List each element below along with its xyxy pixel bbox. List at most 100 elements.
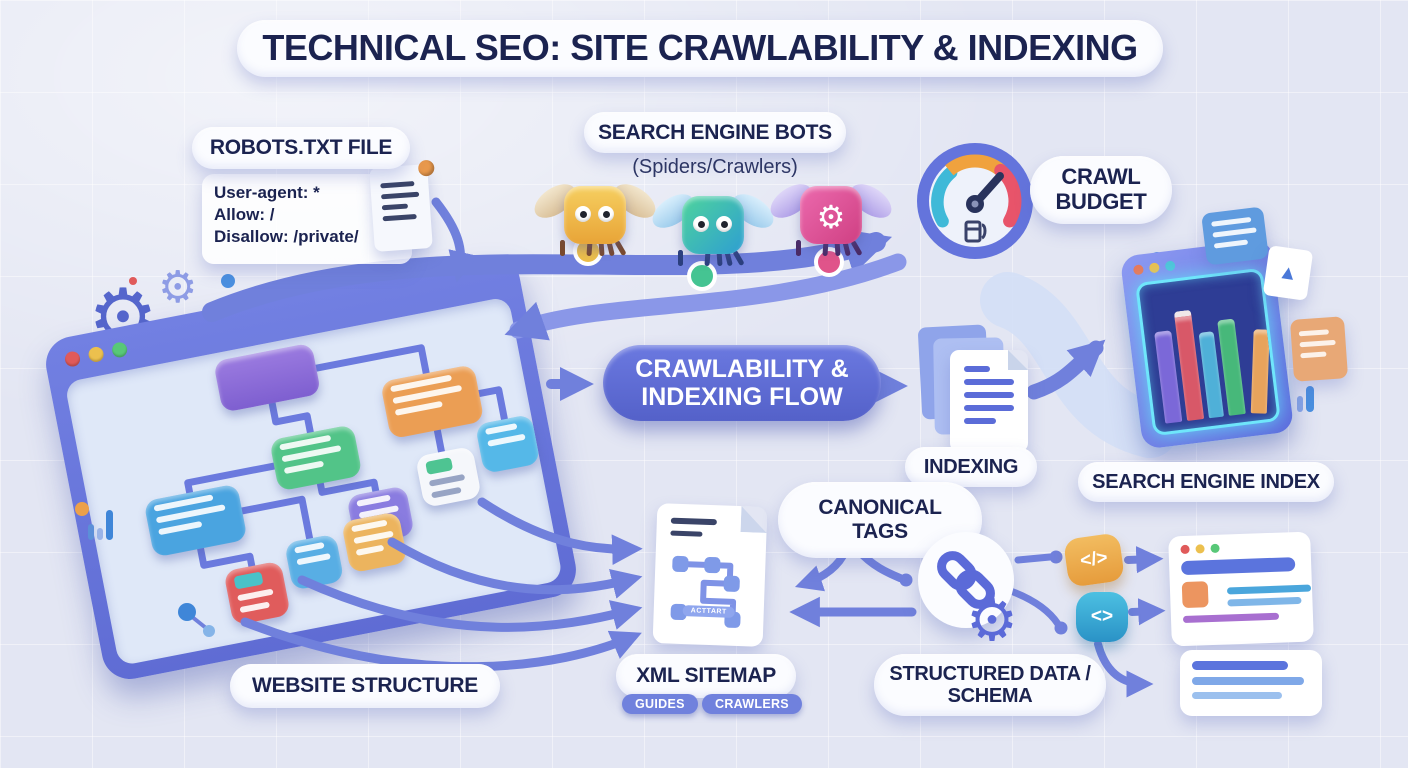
- indexing-label-text: INDEXING: [923, 455, 1019, 478]
- arrow-robots-down: [431, 197, 479, 283]
- connector-end-dot: [1054, 621, 1068, 635]
- crawl-budget-gauge-icon: [917, 143, 1033, 259]
- arrow-code-to-result2: [1094, 640, 1154, 698]
- serp-result-card: [1180, 650, 1322, 716]
- search-index-label: SEARCH ENGINE INDEX: [1078, 462, 1334, 502]
- page-title-text: TECHNICAL SEO: SITE CRAWLABILITY & INDEX…: [262, 27, 1138, 69]
- doc-mini-badge: ACTTART: [682, 605, 735, 618]
- structured-data-label: STRUCTURED DATA / SCHEMA: [874, 654, 1106, 716]
- website-structure-browser: [41, 250, 581, 684]
- spider-bot-yellow: [528, 177, 662, 260]
- xml-sitemap-doc-icon: ACTTART: [652, 503, 768, 647]
- arrow-structure-to-sitemap: [297, 575, 643, 632]
- structured-data-label-text: STRUCTURED DATA / SCHEMA: [889, 662, 1091, 707]
- arrow-code-to-result: [1128, 598, 1166, 626]
- eye-icon: [716, 216, 732, 232]
- badge-crawlers: CRAWLERS: [702, 694, 802, 714]
- gear-icon: ⚙: [158, 263, 198, 312]
- indexing-label: INDEXING: [905, 447, 1037, 487]
- bots-label-text: SEARCH ENGINE BOTS: [598, 120, 832, 144]
- code-icon-orange: </>: [1062, 532, 1126, 588]
- scroll-document-icon: [369, 159, 435, 252]
- index-bookshelf: [1135, 267, 1281, 437]
- eye-icon: [598, 206, 614, 222]
- bots-label: SEARCH ENGINE BOTS: [584, 112, 846, 153]
- arrow-return-path: [504, 253, 907, 341]
- eye-icon: [693, 216, 709, 232]
- search-index-label-text: SEARCH ENGINE INDEX: [1092, 470, 1320, 493]
- image-card: ▲: [1262, 245, 1314, 301]
- crawl-budget-label-text: CRAWL BUDGET: [1055, 164, 1147, 214]
- fuel-pump-icon: [964, 220, 987, 243]
- code-icon-orange-text: </>: [1078, 547, 1109, 572]
- xml-sitemap-label-text: XML SITEMAP: [636, 664, 776, 688]
- traffic-dot-red: [1180, 544, 1190, 555]
- robots-label: ROBOTS.TXT FILE: [192, 127, 410, 169]
- chain-link-glyph: [937, 551, 995, 609]
- badge-guides-text: GUIDES: [635, 697, 685, 711]
- code-icon-teal: <>: [1076, 592, 1128, 642]
- website-structure-label: WEBSITE STRUCTURE: [230, 664, 500, 708]
- eye-icon: [575, 206, 591, 222]
- traffic-dot-yellow: [1195, 544, 1205, 554]
- sitemap-diagram: [670, 555, 741, 628]
- spider-bot-pink: ⚙: [764, 177, 898, 260]
- robots-rule-line: Disallow: /private/: [214, 227, 359, 247]
- arrow-structure-to-sitemap: [387, 537, 643, 599]
- badge-crawlers-text: CRAWLERS: [715, 697, 789, 711]
- deco-dot: [129, 277, 137, 285]
- doc-mini-badge-text: ACTTART: [690, 607, 727, 616]
- badge-guides: GUIDES: [622, 694, 698, 714]
- crawl-budget-label: CRAWL BUDGET: [1030, 156, 1172, 224]
- page-title: TECHNICAL SEO: SITE CRAWLABILITY & INDEX…: [237, 20, 1163, 77]
- gear-icon: ⚙: [816, 199, 846, 235]
- snippet-card-blue: [1201, 206, 1269, 266]
- connector-end-dot: [1049, 550, 1063, 564]
- traffic-dot-green: [1210, 543, 1220, 554]
- flow-label-text: CRAWLABILITY & INDEXING FLOW: [635, 355, 849, 411]
- sitemap-tree: [64, 296, 564, 667]
- snippet-card-orange: [1289, 316, 1349, 382]
- serp-result-card: [1168, 531, 1314, 647]
- traffic-dot-yellow: [1148, 262, 1160, 274]
- canonical-label-text: CANONICAL TAGS: [818, 496, 942, 543]
- connector-end-dot: [899, 573, 913, 587]
- deco-dot: [221, 274, 235, 288]
- xml-sitemap-label: XML SITEMAP: [616, 654, 796, 698]
- arrow-crawl-path: [202, 228, 893, 322]
- mini-bar-chart-icon: [1297, 386, 1314, 412]
- chain-link-icon: [918, 532, 1014, 628]
- bot-body: ⚙: [800, 186, 862, 244]
- connector-chain-to-code: [1014, 553, 1054, 564]
- book-icon: [1250, 329, 1270, 414]
- traffic-dot-teal: [1164, 260, 1176, 272]
- flow-label: CRAWLABILITY & INDEXING FLOW: [603, 345, 881, 421]
- page-fold: [740, 506, 768, 533]
- spider-bot-teal: [646, 187, 780, 270]
- deco-dot: [178, 603, 196, 621]
- robots-rule-line: Allow: /: [214, 205, 275, 225]
- traffic-dot-red: [1132, 264, 1145, 276]
- crawl-dot-green: [687, 261, 717, 291]
- robots-label-text: ROBOTS.TXT FILE: [209, 136, 393, 160]
- bot-body: [564, 186, 626, 244]
- deco-dot: [75, 502, 89, 516]
- bots-sublabel: (Spiders/Crawlers): [584, 156, 846, 179]
- arrow-code-to-result: [1124, 546, 1164, 574]
- gear-icon: ⚙: [966, 588, 1018, 653]
- code-icon-teal-text: <>: [1090, 606, 1114, 627]
- connector-chain-to-code: [1004, 586, 1062, 628]
- mini-bar-chart-icon: [88, 510, 113, 540]
- arrow-indexing-to-index: [1026, 339, 1106, 400]
- website-structure-label-text: WEBSITE STRUCTURE: [252, 674, 478, 698]
- bot-body: [682, 196, 744, 254]
- page-fold: [1008, 350, 1028, 370]
- deco-dot: [203, 625, 215, 637]
- arrow-structure-to-sitemap: [477, 497, 643, 565]
- thumbnail-square: [1181, 581, 1209, 609]
- robots-rule-line: User-agent: *: [214, 183, 320, 202]
- bots-sublabel-text: (Spiders/Crawlers): [632, 156, 798, 178]
- document-icon: [950, 350, 1028, 452]
